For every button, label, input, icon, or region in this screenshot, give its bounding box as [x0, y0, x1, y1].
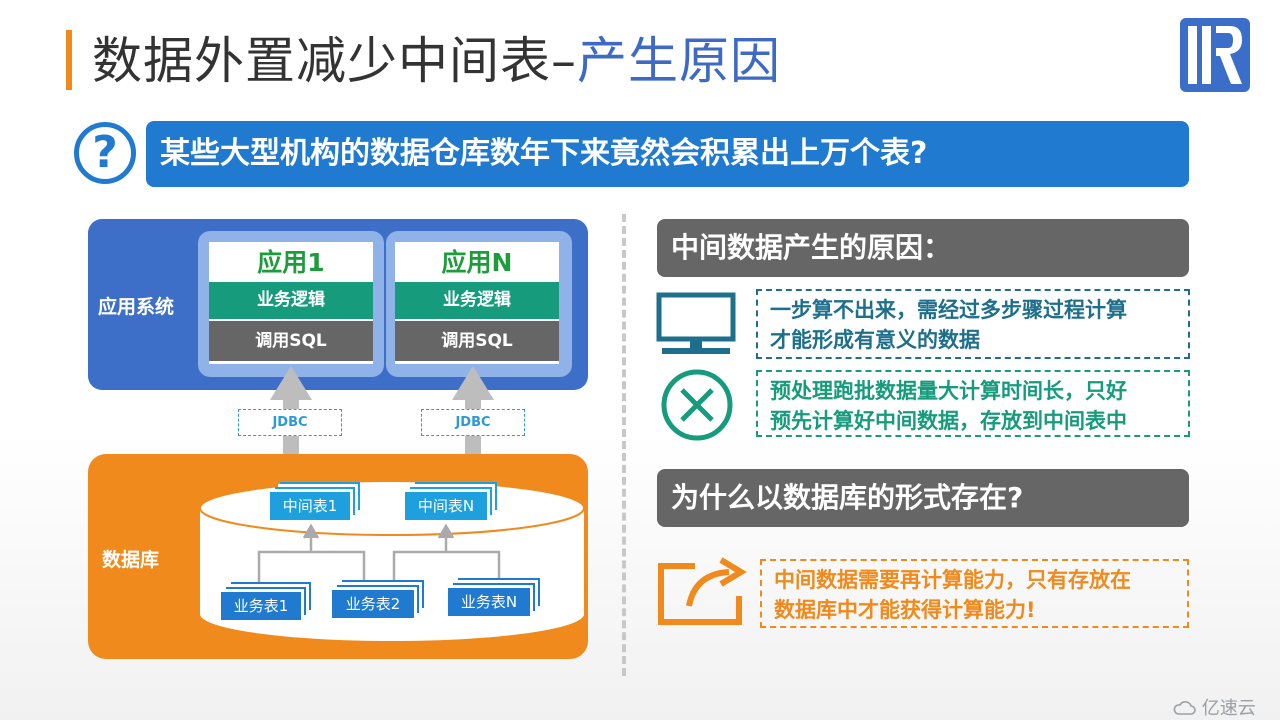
app-logic: 业务逻辑 — [209, 282, 373, 319]
jdbc-label: JDBC — [421, 409, 525, 436]
logo-icon — [1180, 18, 1250, 92]
mid-table-1: 中间表1 — [270, 492, 350, 520]
app-sql: 调用SQL — [209, 321, 373, 361]
biz-table-2: 业务表2 — [332, 590, 414, 618]
cross-circle-icon — [661, 369, 733, 441]
question-icon: ? — [74, 122, 136, 184]
reason-3-line-2: 数据库中才能获得计算能力! — [774, 598, 1036, 622]
biz-table-n: 业务表N — [448, 588, 530, 616]
divider — [622, 214, 626, 676]
biz-table-1: 业务表1 — [221, 592, 301, 620]
reason-2-line-1: 预处理跑批数据量大计算时间长，只好 — [770, 379, 1127, 403]
watermark-text: 亿速云 — [1201, 698, 1256, 719]
title-dash: – — [551, 32, 577, 90]
cloud-icon — [1173, 701, 1196, 715]
database-label: 数据库 — [102, 549, 160, 571]
reason-2: 预处理跑批数据量大计算时间长，只好 预先计算好中间数据，存放到中间表中 — [756, 370, 1190, 437]
reason-1: 一步算不出来，需经过多步骤过程计算 才能形成有意义的数据 — [756, 289, 1190, 359]
title-main: 数据外置减少中间表 — [92, 32, 551, 90]
page-title: 数据外置减少中间表–产生原因 — [92, 26, 781, 96]
mid-table-n: 中间表N — [405, 492, 487, 520]
app-sql: 调用SQL — [395, 321, 559, 361]
reason-3-line-1: 中间数据需要再计算能力，只有存放在 — [774, 568, 1131, 592]
reason-1-line-2: 才能形成有意义的数据 — [770, 328, 980, 352]
reasons-heading: 中间数据产生的原因： — [657, 219, 1189, 277]
reason-3: 中间数据需要再计算能力，只有存放在 数据库中才能获得计算能力! — [760, 559, 1189, 628]
app-system-label: 应用系统 — [98, 296, 175, 318]
share-icon — [658, 557, 747, 625]
app-logic: 业务逻辑 — [395, 282, 559, 319]
title-accent-bar — [66, 30, 72, 90]
reason-2-line-2: 预先计算好中间数据，存放到中间表中 — [770, 409, 1127, 433]
app-name: 应用1 — [257, 248, 325, 277]
question-banner: 某些大型机构的数据仓库数年下来竟然会积累出上万个表? — [146, 121, 1189, 187]
monitor-icon — [656, 292, 736, 354]
app-name: 应用N — [441, 248, 513, 277]
jdbc-label: JDBC — [238, 409, 342, 436]
app-card-n: 应用N 业务逻辑 调用SQL — [395, 242, 559, 364]
watermark: 亿速云 — [1172, 694, 1256, 720]
app-card-1: 应用1 业务逻辑 调用SQL — [209, 242, 373, 364]
title-accent: 产生原因 — [577, 32, 781, 90]
why-database-heading: 为什么以数据库的形式存在? — [657, 469, 1189, 527]
reason-1-line-1: 一步算不出来，需经过多步骤过程计算 — [770, 298, 1127, 322]
